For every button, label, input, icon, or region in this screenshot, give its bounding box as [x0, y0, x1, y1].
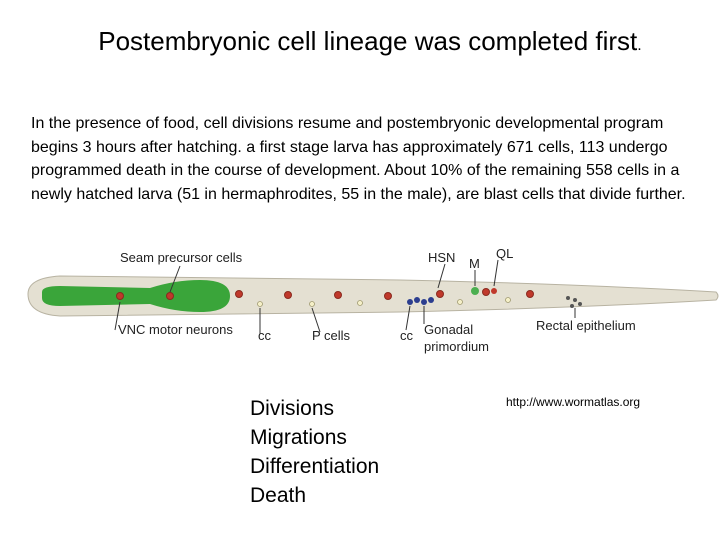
body-paragraph: In the presence of food, cell divisions …: [31, 115, 686, 203]
rectal-cells: [566, 296, 582, 308]
pointer-hsn: [437, 263, 446, 289]
gonadal-primordium-cells: [407, 297, 434, 305]
nucleus: [526, 290, 534, 298]
pointer-ql: [493, 259, 499, 287]
label-cc-1: cc: [258, 328, 272, 343]
slide-title-text: Postembryonic cell lineage was completed…: [98, 26, 638, 56]
process-item: Divisions: [250, 397, 335, 420]
cell: [357, 300, 363, 306]
label-vnc-motor-neurons: VNC motor neurons: [118, 322, 233, 337]
cell: [505, 297, 511, 303]
gonad-cell: [428, 297, 434, 303]
nucleus: [166, 292, 174, 300]
label-gonadal: Gonadal: [424, 322, 473, 337]
m-cell: [471, 287, 479, 295]
pointer-pcells: [311, 307, 321, 333]
pointer-vnc: [114, 301, 121, 331]
nuclei: [116, 288, 534, 300]
nucleus: [334, 291, 342, 299]
source-credit: http://www.wormatlas.org: [506, 395, 641, 409]
process-list: Divisions Migrations Differentiation Dea…: [250, 394, 379, 510]
rectal-cell: [573, 298, 577, 302]
label-hsn: HSN: [428, 250, 455, 265]
label-cc-2: cc: [400, 328, 414, 343]
nucleus: [436, 290, 444, 298]
cell: [257, 301, 263, 307]
rectal-cell: [566, 296, 570, 300]
larva-diagram: Seam precursor cells HSN M QL VNC motor …: [20, 236, 720, 366]
label-primordium: primordium: [424, 339, 489, 354]
ql-cell: [491, 288, 497, 294]
process-item: Migrations: [250, 426, 347, 449]
gonad-cell: [414, 297, 420, 303]
nucleus: [235, 290, 243, 298]
label-m: M: [469, 256, 480, 271]
label-ql: QL: [496, 246, 513, 261]
slide-title-period: .: [637, 37, 642, 54]
pointer-seam: [169, 265, 181, 293]
process-item: Differentiation: [250, 455, 380, 478]
nucleus: [384, 292, 392, 300]
gonad-cell: [407, 299, 413, 305]
nucleus: [116, 292, 124, 300]
pharynx-seam-green: [42, 280, 230, 312]
process-item: Death: [250, 484, 307, 507]
cell: [309, 301, 315, 307]
label-rectal-epithelium: Rectal epithelium: [536, 318, 636, 333]
pointer-lines: [114, 259, 576, 334]
larva-diagram-svg: Seam precursor cells HSN M QL VNC motor …: [27, 246, 719, 354]
slide-title: Postembryonic cell lineage was completed…: [60, 26, 680, 61]
rectal-cell: [578, 302, 582, 306]
label-p-cells: P cells: [312, 328, 351, 343]
gonad-cell: [421, 299, 427, 305]
small-cells: [257, 297, 511, 307]
nucleus: [482, 288, 490, 296]
nucleus: [284, 291, 292, 299]
rectal-cell: [570, 304, 574, 308]
cell: [457, 299, 463, 305]
label-seam-precursor-cells: Seam precursor cells: [120, 250, 243, 265]
pointer-cc2: [405, 305, 411, 331]
